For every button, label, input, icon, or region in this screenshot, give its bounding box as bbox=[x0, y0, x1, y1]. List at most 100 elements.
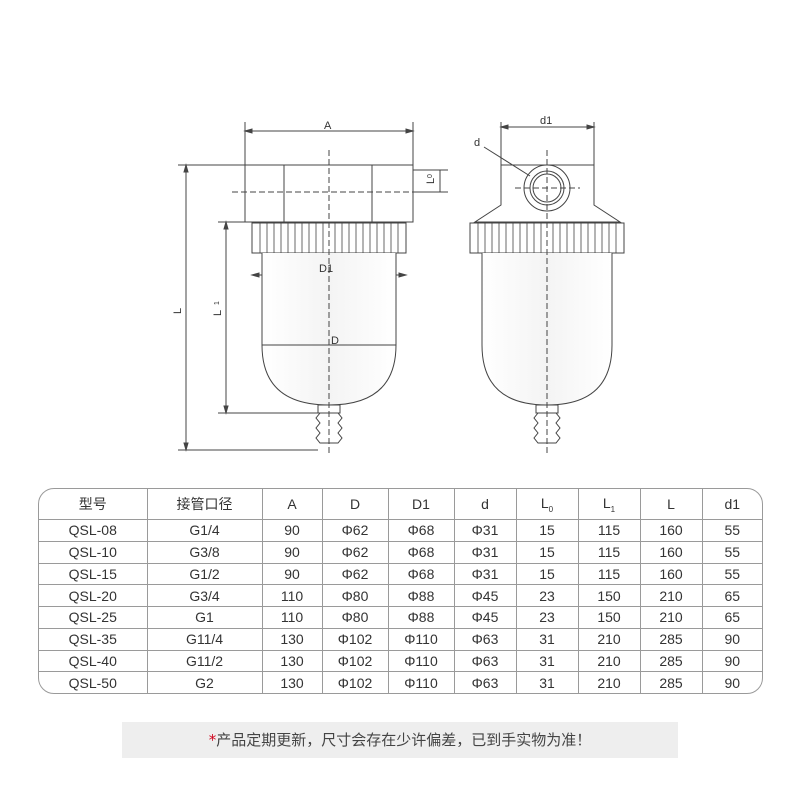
table-cell: 23 bbox=[515, 606, 578, 629]
table-cell: 130 bbox=[261, 671, 322, 693]
table-cell: 90 bbox=[701, 627, 762, 651]
table-cell: Φ31 bbox=[453, 519, 516, 542]
label-d1: d1 bbox=[540, 115, 552, 127]
table-cell: 210 bbox=[577, 627, 640, 651]
table-cell: QSL-35 bbox=[39, 627, 147, 651]
table-cell: 285 bbox=[639, 671, 702, 693]
table-cell: Φ68 bbox=[387, 562, 454, 585]
table-cell: Φ110 bbox=[387, 671, 454, 693]
table-cell: 55 bbox=[701, 519, 762, 542]
footnote-text: 产品定期更新，尺寸会存在少许偏差，已到手实物为准！ bbox=[216, 731, 592, 749]
table-cell: 90 bbox=[261, 540, 322, 564]
table-cell: QSL-15 bbox=[39, 562, 147, 585]
table-cell: 31 bbox=[515, 649, 578, 672]
col-header-d: d bbox=[453, 489, 516, 520]
table-cell: 130 bbox=[261, 649, 322, 672]
table-cell: Φ80 bbox=[321, 584, 388, 607]
col-header-A: A bbox=[261, 489, 322, 520]
table-cell: 210 bbox=[577, 671, 640, 693]
table-cell: Φ68 bbox=[387, 540, 454, 564]
table-cell: Φ68 bbox=[387, 519, 454, 542]
technical-drawing: A L 0 L L 1 D1 D bbox=[172, 115, 625, 455]
footnote-bar: *产品定期更新，尺寸会存在少许偏差，已到手实物为准！ bbox=[122, 722, 678, 758]
table-cell: 90 bbox=[261, 519, 322, 542]
table-cell: Φ31 bbox=[453, 540, 516, 564]
table-cell: 160 bbox=[639, 540, 702, 564]
table-cell: 130 bbox=[261, 627, 322, 651]
table-cell: 65 bbox=[701, 584, 762, 607]
table-header-row: 型号 接管口径 A D D1 d L0 L1 L d1 bbox=[39, 489, 762, 520]
table-cell: G2 bbox=[146, 671, 262, 693]
col-header-L: L bbox=[639, 489, 702, 520]
table-cell: Φ63 bbox=[453, 649, 516, 672]
table-cell: Φ63 bbox=[453, 627, 516, 651]
table-cell: Φ88 bbox=[387, 606, 454, 629]
table-cell: 90 bbox=[701, 649, 762, 672]
label-L0: L bbox=[425, 178, 437, 184]
table-cell: QSL-10 bbox=[39, 540, 147, 564]
table-cell: Φ102 bbox=[321, 627, 388, 651]
table-cell: Φ31 bbox=[453, 562, 516, 585]
col-header-L1: L1 bbox=[577, 489, 640, 520]
table-cell: 115 bbox=[577, 519, 640, 542]
label-L1-sub: 1 bbox=[214, 301, 221, 305]
label-L0-sub: 0 bbox=[427, 174, 434, 178]
table-cell: Φ80 bbox=[321, 606, 388, 629]
table-cell: 15 bbox=[515, 519, 578, 542]
table-cell: Φ63 bbox=[453, 671, 516, 693]
table-cell: Φ110 bbox=[387, 649, 454, 672]
label-L1: L bbox=[212, 310, 224, 316]
table-cell: Φ102 bbox=[321, 649, 388, 672]
table-cell: 150 bbox=[577, 606, 640, 629]
label-D1: D1 bbox=[319, 263, 333, 275]
table-cell: 150 bbox=[577, 584, 640, 607]
table-cell: 210 bbox=[639, 606, 702, 629]
front-view bbox=[178, 122, 448, 455]
col-header-port: 接管口径 bbox=[146, 489, 262, 520]
table-cell: 210 bbox=[577, 649, 640, 672]
table-cell: G11/4 bbox=[146, 627, 262, 651]
table-cell: G11/2 bbox=[146, 649, 262, 672]
table-cell: 55 bbox=[701, 562, 762, 585]
footnote-asterisk: * bbox=[208, 731, 217, 749]
table-cell: 23 bbox=[515, 584, 578, 607]
table-cell: 31 bbox=[515, 627, 578, 651]
side-view bbox=[469, 122, 625, 455]
table-cell: 115 bbox=[577, 540, 640, 564]
table-cell: 15 bbox=[515, 540, 578, 564]
table-cell: G1/4 bbox=[146, 519, 262, 542]
table-cell: QSL-40 bbox=[39, 649, 147, 672]
table-cell: 160 bbox=[639, 562, 702, 585]
table-cell: Φ62 bbox=[321, 562, 388, 585]
col-header-model: 型号 bbox=[78, 496, 107, 512]
table-cell: 285 bbox=[639, 627, 702, 651]
table-cell: QSL-08 bbox=[39, 519, 147, 542]
col-header-D: D bbox=[321, 489, 388, 520]
col-header-d1: d1 bbox=[701, 489, 762, 520]
table-cell: G1 bbox=[146, 606, 262, 629]
label-d: d bbox=[474, 137, 480, 149]
table-cell: Φ45 bbox=[453, 584, 516, 607]
table-cell: 90 bbox=[261, 562, 322, 585]
table-cell: QSL-50 bbox=[39, 671, 147, 693]
table-cell: Φ62 bbox=[321, 519, 388, 542]
col-header-D1: D1 bbox=[387, 489, 454, 520]
table-cell: G3/4 bbox=[146, 584, 262, 607]
table-cell: Φ45 bbox=[453, 606, 516, 629]
table-cell: Φ102 bbox=[321, 671, 388, 693]
table-cell: 31 bbox=[515, 671, 578, 693]
col-header-L0: L0 bbox=[515, 489, 578, 520]
table-cell: 15 bbox=[515, 562, 578, 585]
table-cell: 55 bbox=[701, 540, 762, 564]
label-L: L bbox=[172, 308, 184, 314]
table-cell: 115 bbox=[577, 562, 640, 585]
table-cell: 285 bbox=[639, 649, 702, 672]
